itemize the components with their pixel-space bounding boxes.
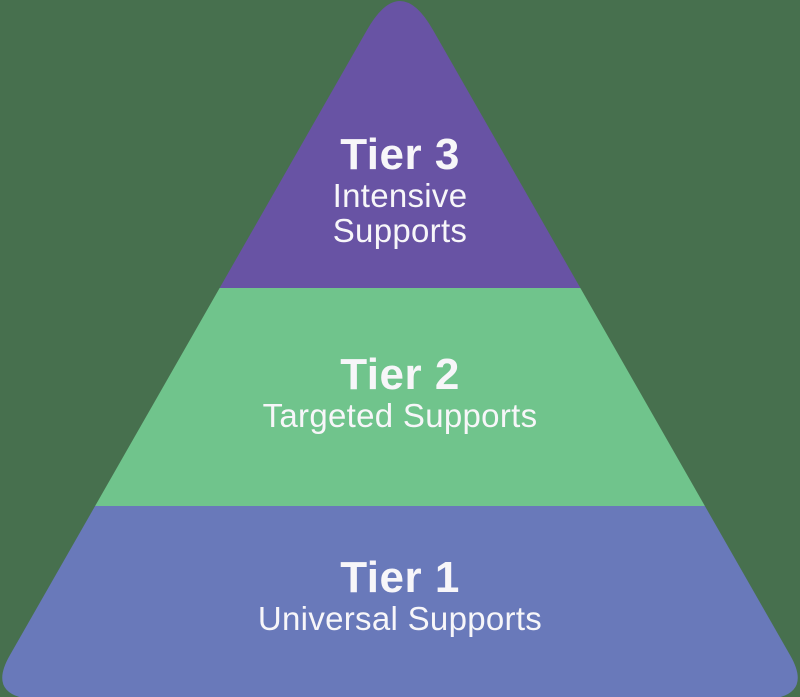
tier-3-label: Tier 3 xyxy=(340,130,460,179)
tier-2-label: Tier 2 xyxy=(340,350,460,399)
tier-1-sublabel: Universal Supports xyxy=(257,600,543,638)
tier-3-sublabel: Intensive Supports xyxy=(332,177,468,249)
tier-1-text: Tier 1 Universal Supports xyxy=(258,553,542,637)
tier-1-label: Tier 1 xyxy=(340,553,460,602)
tier-3-text: Tier 3 Intensive Supports xyxy=(275,130,525,248)
tier-2-sublabel: Targeted Supports xyxy=(262,397,538,435)
tier-2-text: Tier 2 Targeted Supports xyxy=(263,350,538,434)
tier-1-band xyxy=(2,506,798,697)
